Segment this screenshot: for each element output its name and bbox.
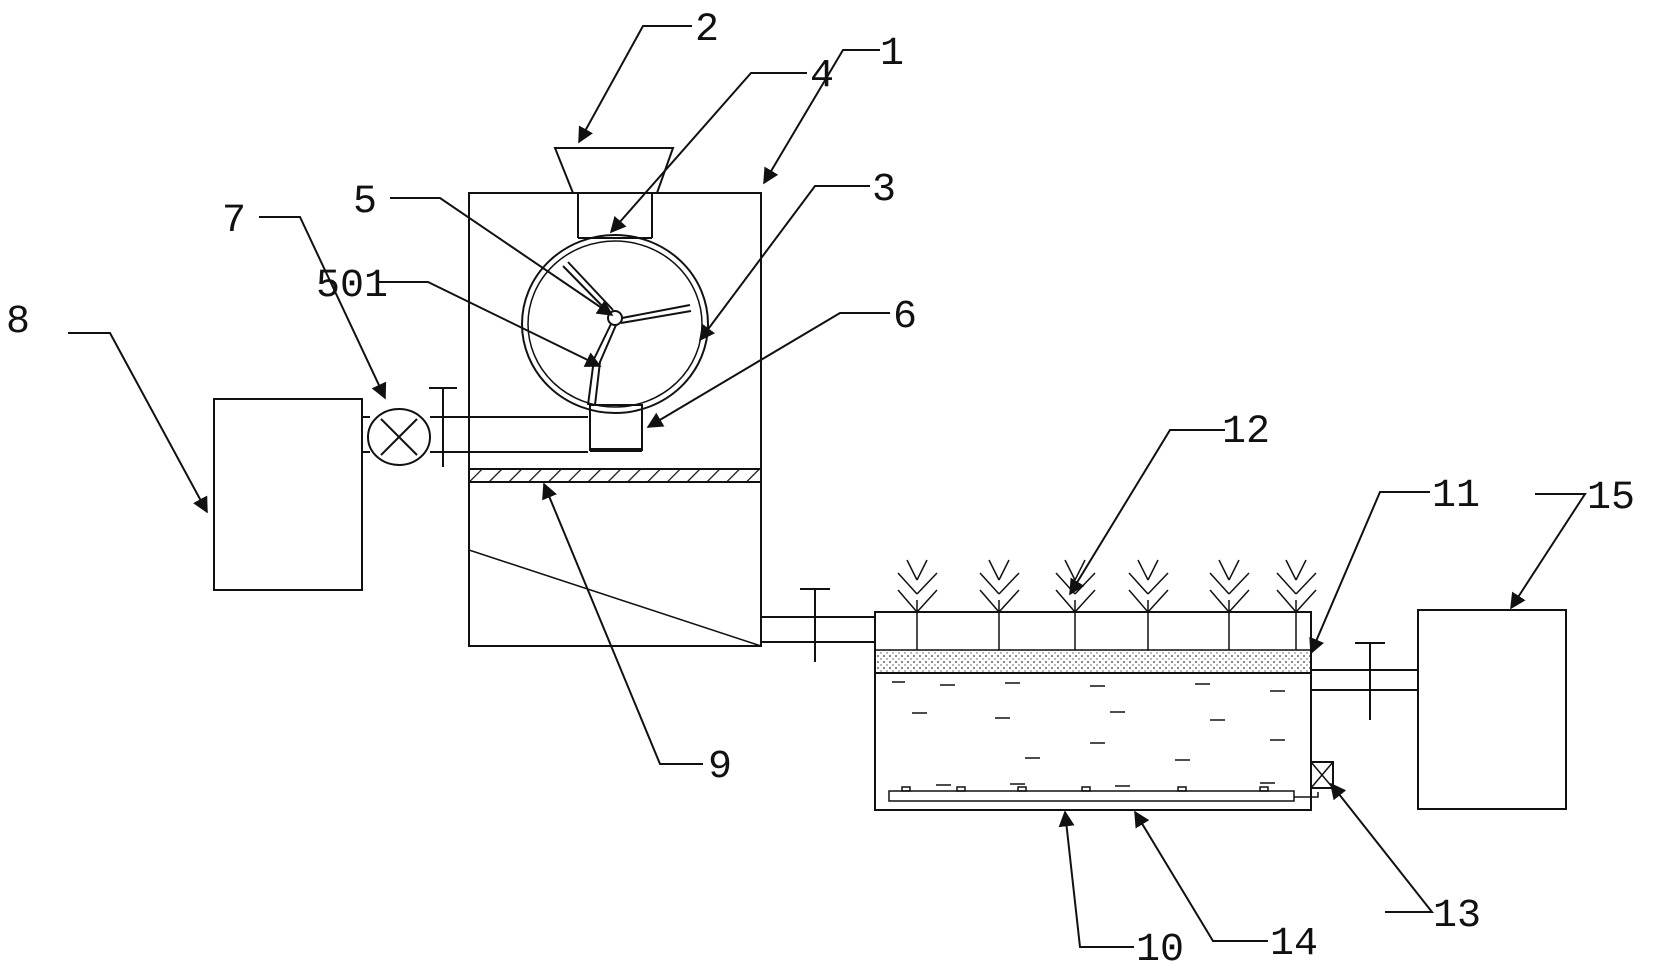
label-10: 10 — [1136, 928, 1184, 969]
valve-7 — [367, 408, 431, 466]
box-15 — [1417, 609, 1567, 810]
label-7: 7 — [222, 199, 246, 244]
main-box-1 — [468, 192, 762, 647]
box-8 — [213, 398, 363, 591]
label-2: 2 — [695, 8, 719, 53]
outlet-6 — [589, 404, 643, 452]
label-501: 501 — [316, 264, 388, 309]
label-11: 11 — [1432, 474, 1480, 519]
label-12: 12 — [1222, 410, 1270, 455]
tank-10 — [874, 611, 1312, 811]
plant — [897, 559, 938, 650]
label-15: 15 — [1587, 476, 1635, 521]
pipe-8-7 — [362, 416, 370, 453]
plants-12 — [897, 559, 1317, 650]
rotor-5 — [562, 261, 692, 406]
pipe-7-6 — [429, 387, 588, 467]
plant — [1276, 559, 1317, 650]
label-4: 4 — [810, 54, 834, 99]
plant — [1128, 559, 1169, 650]
pipe-1-10 — [761, 588, 875, 662]
label-1: 1 — [880, 32, 904, 77]
label-6: 6 — [893, 295, 917, 340]
plant — [1055, 559, 1096, 650]
label-8: 8 — [6, 300, 30, 345]
plant — [979, 559, 1020, 650]
label-3: 3 — [872, 168, 896, 213]
leader-lines — [68, 25, 1587, 948]
water-marks — [892, 681, 1285, 787]
plate-9 — [468, 468, 762, 483]
pipe-10-15 — [1311, 642, 1418, 720]
label-13: 13 — [1433, 894, 1481, 939]
label-14: 14 — [1270, 922, 1318, 967]
neck-4 — [577, 193, 653, 239]
label-9: 9 — [708, 745, 732, 790]
aerator-14 — [888, 786, 1319, 802]
pump-13 — [1310, 761, 1334, 789]
plant — [1209, 559, 1250, 650]
label-5: 5 — [353, 180, 377, 225]
hopper-2 — [553, 147, 675, 194]
